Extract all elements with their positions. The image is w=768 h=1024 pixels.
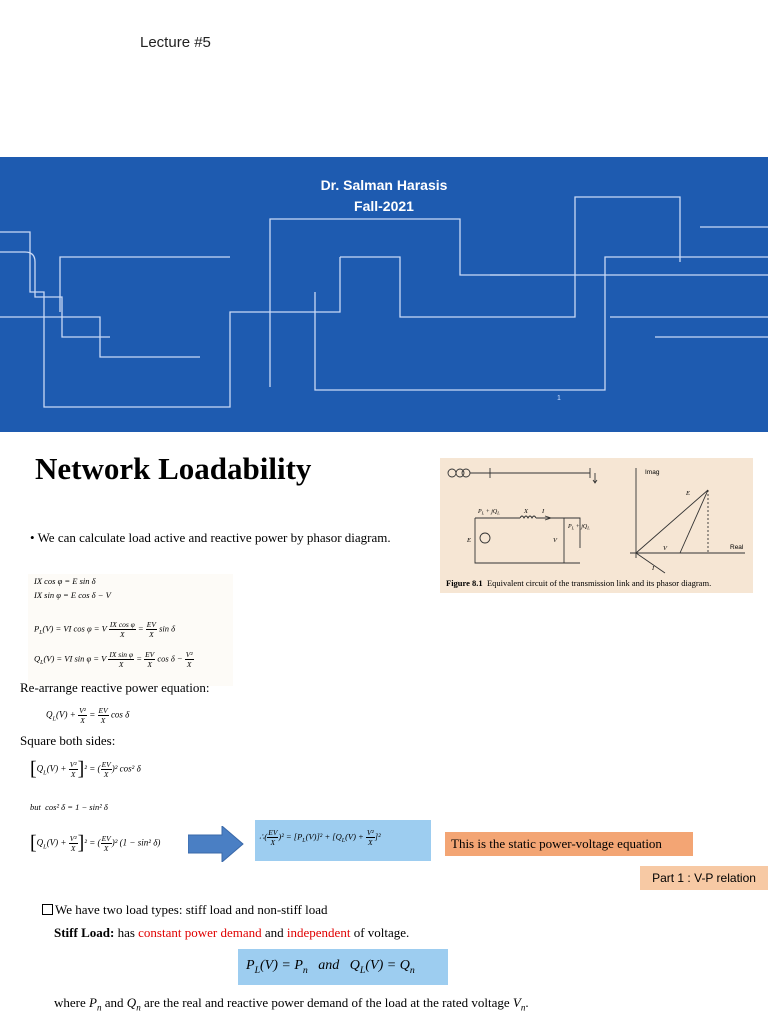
circuit-label-i: I — [541, 508, 545, 515]
axis-label-imag: Imag — [645, 469, 660, 476]
figure-caption-text: Equivalent circuit of the transmission l… — [486, 578, 712, 588]
figure-caption: Figure 8.1 Equivalent circuit of the tra… — [446, 578, 711, 588]
title-banner: Dr. Salman Harasis Fall-2021 1 — [0, 157, 768, 432]
eq-ix-cos: IX cos φ = E sin δ — [34, 576, 96, 586]
stiff-load-equation: PL(V) = Pn and QL(V) = Qn — [238, 949, 448, 985]
phasor-label-e: E — [685, 490, 690, 497]
eq-ix-sin: IX sin φ = E cos δ − V — [34, 590, 111, 600]
figure-caption-number: Figure 8.1 — [446, 578, 483, 588]
load-types-text: We have two load types: stiff load and n… — [42, 902, 328, 918]
axis-label-real: Real — [730, 544, 744, 551]
stiff-load-label: Stiff Load: — [54, 925, 115, 940]
constant-power-demand: constant power demand — [138, 925, 262, 940]
right-arrow-icon — [188, 826, 244, 862]
rearrange-text: Re-arrange reactive power equation: — [20, 680, 210, 695]
load-types-label: We have two load types: stiff load and n… — [55, 902, 328, 917]
lecture-number: Lecture #5 — [140, 34, 211, 51]
circuit-phasor-diagram: Imag Real E V I E V X I PL + jQL PL + jQ… — [447, 468, 745, 574]
where-text: where Pn and Qn are the real and reactiv… — [54, 995, 529, 1013]
stiff-load-description: Stiff Load: has constant power demand an… — [54, 925, 409, 941]
term: Fall-2021 — [354, 198, 414, 214]
intro-bullet: • We can calculate load active and react… — [30, 530, 391, 546]
phasor-equations: IX cos φ = E sin δ IX sin φ = E cos δ − … — [28, 574, 233, 686]
bullet-dot: • — [30, 530, 38, 545]
checkbox-icon — [42, 904, 53, 915]
static-equation-note: This is the static power-voltage equatio… — [445, 832, 693, 856]
where-word: where — [54, 995, 86, 1010]
load-power-label: PL + jQL — [567, 524, 590, 531]
author-name: Dr. Salman Harasis — [320, 177, 448, 193]
stiff-has: has — [117, 925, 135, 940]
circuit-label-v: V — [553, 537, 558, 544]
stiff-of-voltage: of voltage. — [353, 925, 410, 940]
independent-word: independent — [286, 925, 351, 940]
circuit-line-pattern — [0, 196, 768, 408]
bullet-text: We can calculate load active and reactiv… — [37, 530, 391, 545]
where-and: and — [104, 995, 124, 1010]
phasor-label-i: I — [651, 565, 655, 572]
page-number: 1 — [557, 395, 561, 402]
slide-title: Network Loadability — [35, 451, 312, 486]
square-text: Square both sides: — [20, 733, 116, 748]
where-rest: are the real and reactive power demand o… — [143, 995, 510, 1010]
part-label: Part 1 : V-P relation — [640, 866, 768, 890]
eq-identity: but cos² δ = 1 − sin² δ — [30, 802, 108, 812]
circuit-label-x: X — [523, 508, 529, 515]
circuit-label-e: E — [466, 537, 471, 544]
stiff-and: and — [264, 925, 284, 940]
eq-stiff: PL(V) = Pn and QL(V) = Qn — [246, 958, 415, 976]
sending-power-label: PL + jQL — [477, 509, 500, 516]
phasor-label-v: V — [663, 545, 668, 552]
figure-8-1: Imag Real E V I E V X I PL + jQL PL + jQ… — [440, 458, 753, 593]
but-word: but — [30, 802, 41, 812]
